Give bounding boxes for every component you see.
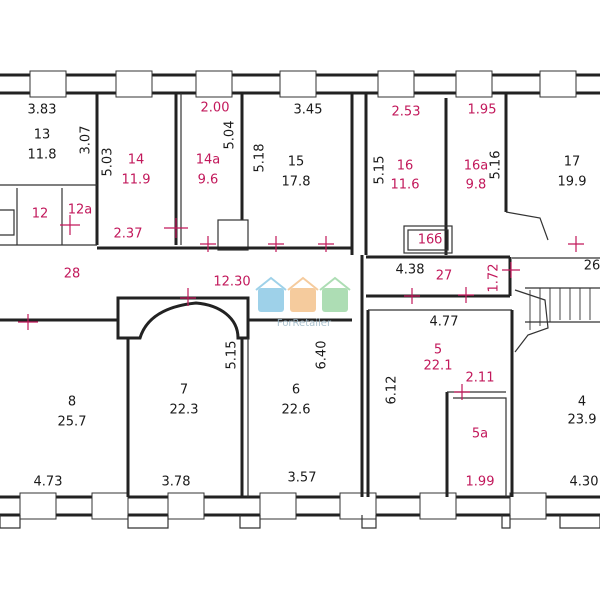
label-r15-dim-side: 5.18 — [253, 144, 268, 173]
label-r26-num: 26 — [584, 259, 600, 274]
label-r16-area: 11.6 — [391, 178, 420, 193]
label-r16a-dim-top: 1.95 — [468, 103, 497, 118]
label-r16-dim-top: 2.53 — [392, 105, 421, 120]
label-r13-area: 11.8 — [28, 148, 57, 163]
label-r14a-dim-side: 5.04 — [223, 121, 238, 150]
label-r6-num: 6 — [292, 383, 300, 398]
label-r12a-num: 12a — [68, 203, 93, 218]
red-labels: 2.00 2.53 1.95 14 11.9 14a 9.6 16 11.6 1… — [32, 101, 502, 490]
label-r5a-dim-top: 2.11 — [466, 371, 495, 386]
label-r13-num: 13 — [34, 128, 51, 143]
label-r7-dim-bottom: 3.78 — [162, 475, 191, 490]
label-r4-dim-bottom: 4.30 — [570, 475, 599, 490]
label-r16-num: 16 — [397, 159, 414, 174]
watermark-text: ForRetailer — [277, 318, 332, 329]
black-labels: 3.83 13 11.8 3.07 5.03 5.04 3.45 5.18 15… — [28, 103, 600, 490]
top-windows — [29, 70, 577, 98]
label-r27-num: 27 — [436, 269, 453, 284]
bottom-buttresses — [0, 515, 600, 529]
label-r5-area: 22.1 — [424, 359, 453, 374]
label-r8-area: 25.7 — [58, 415, 87, 430]
label-r14-area: 11.9 — [122, 173, 151, 188]
label-r16b-num: 16б — [418, 233, 443, 248]
label-r13-dim-top: 3.83 — [28, 103, 57, 118]
label-r14a-area: 9.6 — [198, 173, 219, 188]
label-r6-dim-side: 6.40 — [315, 341, 330, 370]
label-r28-dim: 12.30 — [213, 275, 250, 290]
label-r14-num: 14 — [128, 153, 145, 168]
label-r5-dim-top: 4.77 — [430, 315, 459, 330]
label-r13-dim-side: 3.07 — [79, 126, 94, 155]
label-r14a-num: 14a — [196, 153, 221, 168]
interior-walls — [0, 93, 600, 497]
label-r8-dim-bottom: 4.73 — [34, 475, 63, 490]
label-r17-area: 19.9 — [558, 175, 587, 190]
label-r28-num: 28 — [64, 267, 81, 282]
label-r4-area: 23.9 — [568, 413, 597, 428]
label-r14-dim-bottom: 2.37 — [114, 227, 143, 242]
label-r16-dim-side: 5.15 — [373, 156, 388, 185]
label-r5-num: 5 — [434, 343, 442, 358]
watermark-logo: ForRetailer — [255, 276, 351, 329]
door-marks — [18, 215, 584, 400]
label-r6-area: 22.6 — [282, 403, 311, 418]
label-r15-num: 15 — [288, 155, 305, 170]
label-r16a-area: 9.8 — [466, 178, 487, 193]
label-r4-num: 4 — [578, 395, 586, 410]
label-r14a-dim-top: 2.00 — [201, 101, 230, 116]
bottom-windows — [19, 492, 547, 520]
label-r5a-dim-bottom: 1.99 — [466, 475, 495, 490]
label-r5a-num: 5a — [472, 427, 488, 442]
label-r14-dim-side: 5.03 — [101, 148, 116, 177]
label-r15-area: 17.8 — [282, 175, 311, 190]
label-r15-dim-top: 3.45 — [294, 103, 323, 118]
label-r8-num: 8 — [68, 395, 76, 410]
label-r16a-num: 16a — [464, 159, 489, 174]
label-r7-area: 22.3 — [170, 403, 199, 418]
label-r7-num: 7 — [180, 383, 188, 398]
label-r17-num: 17 — [564, 155, 581, 170]
label-r27-dim: 4.38 — [396, 263, 425, 278]
label-r7-dim-side: 5.15 — [225, 341, 240, 370]
label-r12-num: 12 — [32, 207, 49, 222]
label-r6-dim-bottom: 3.57 — [288, 471, 317, 486]
label-r5-dim-side: 6.12 — [385, 376, 400, 405]
label-r27-dim-side: 1.72 — [487, 264, 502, 293]
label-r16a-dim-side: 5.16 — [489, 151, 504, 180]
